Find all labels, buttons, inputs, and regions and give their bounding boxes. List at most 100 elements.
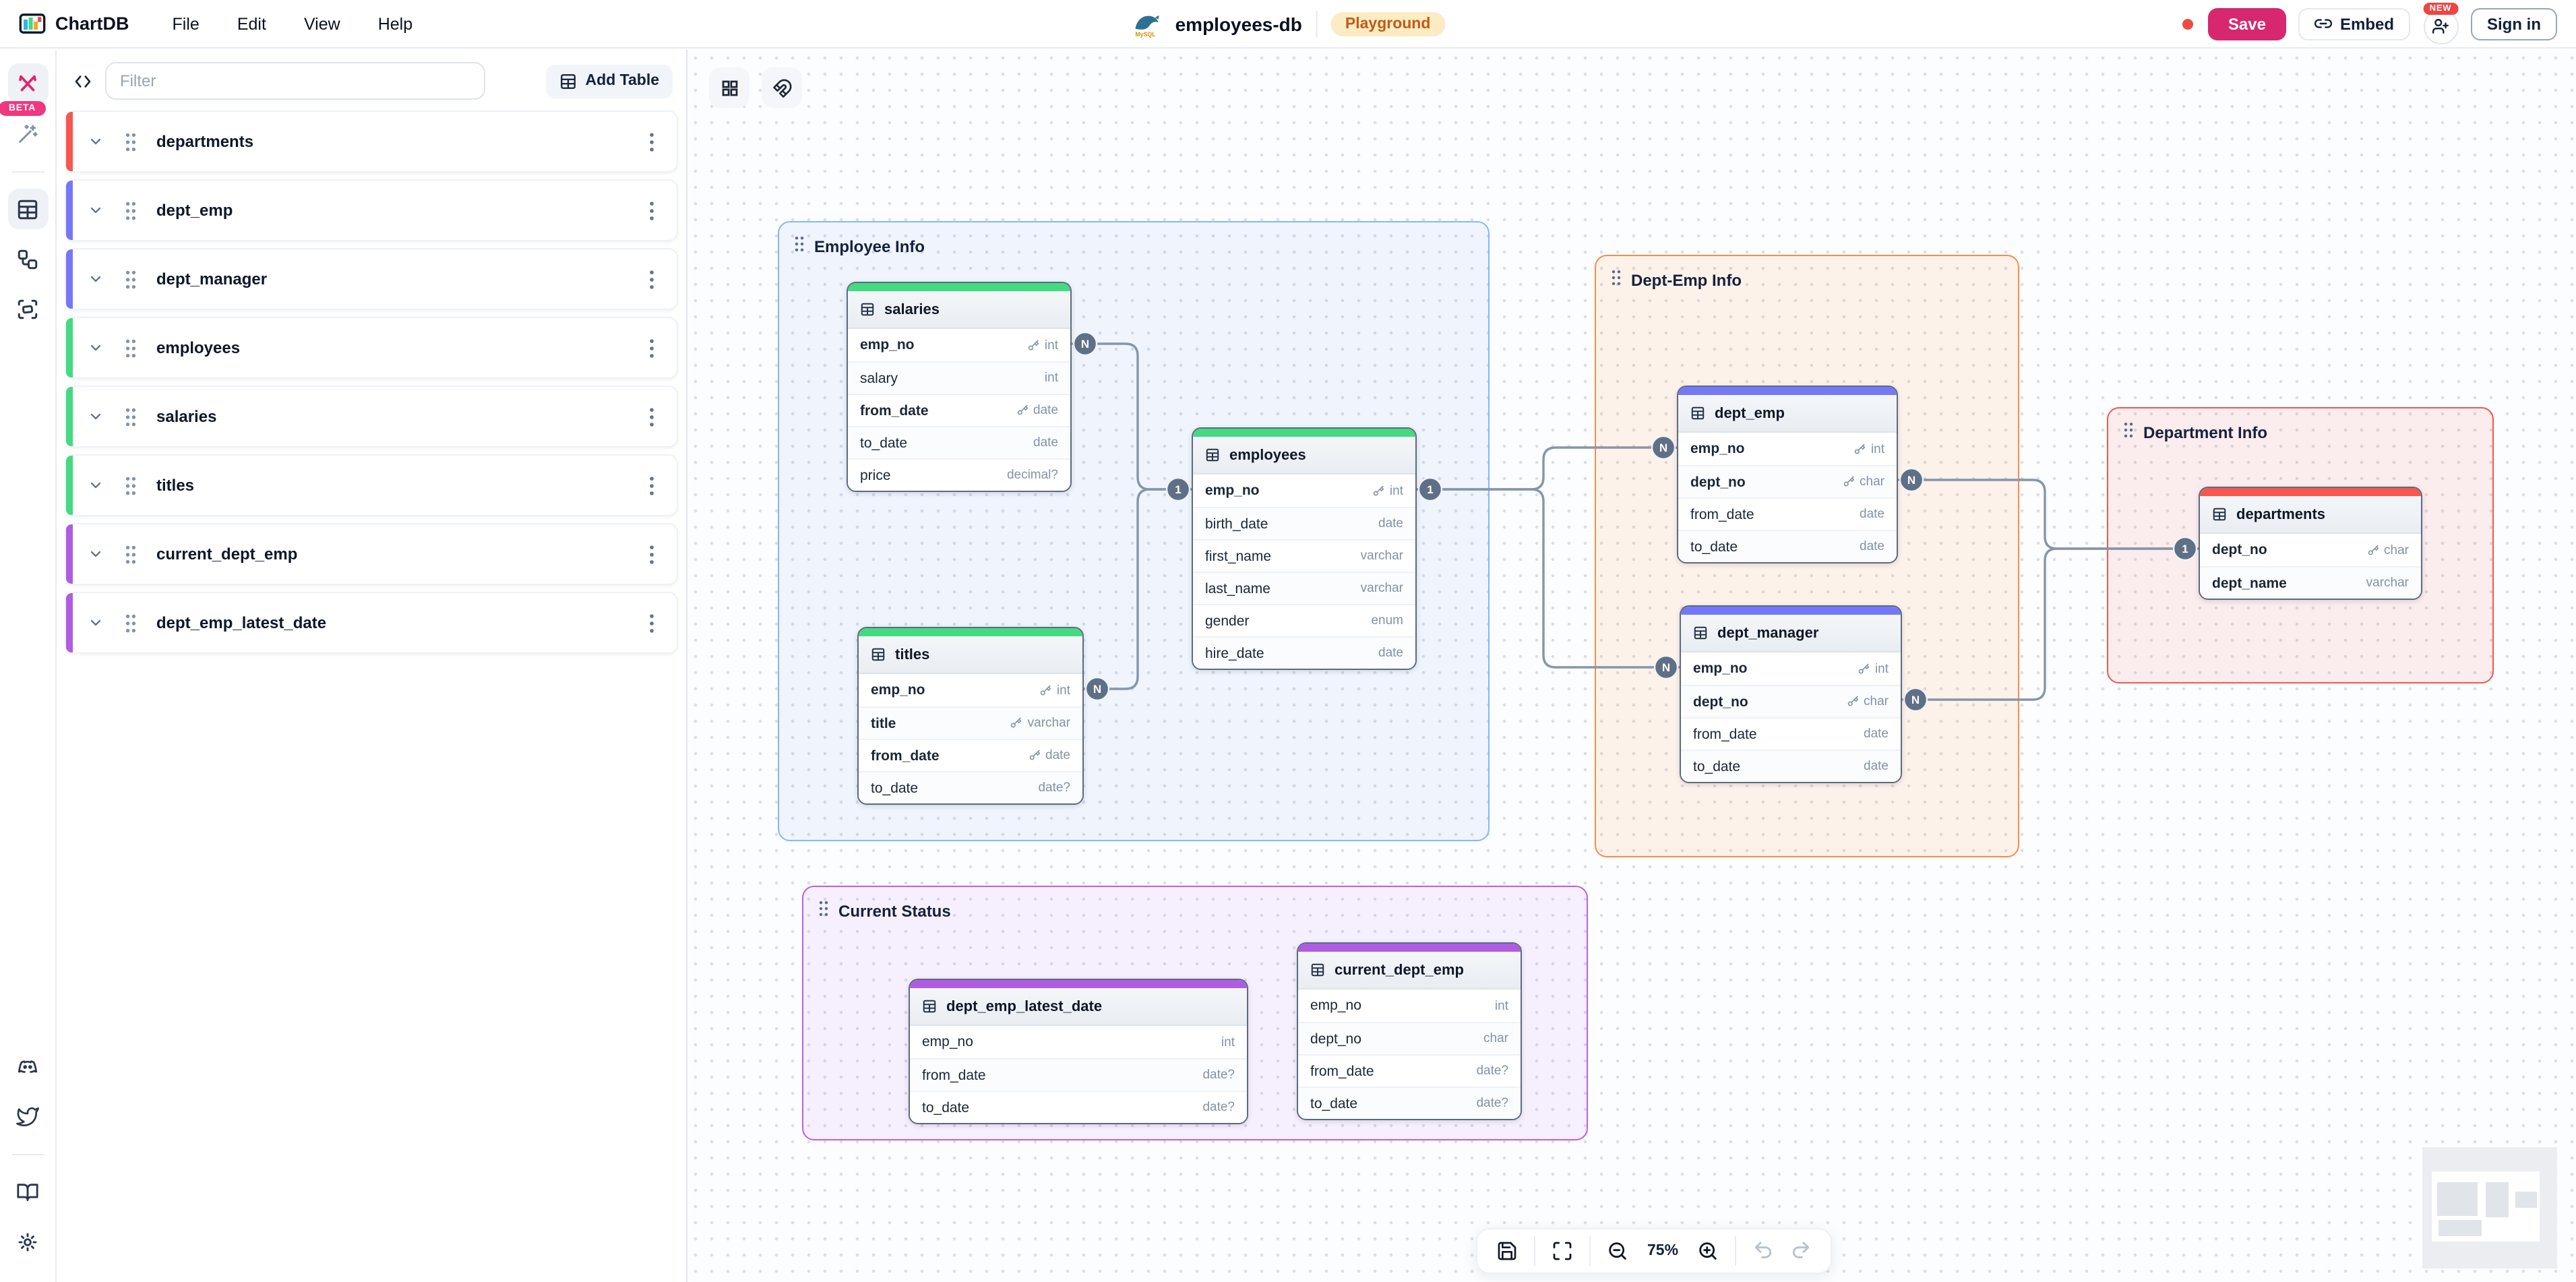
drag-handle-icon[interactable] (124, 338, 137, 358)
undo-button[interactable] (1746, 1233, 1781, 1269)
embed-button[interactable]: Embed (2298, 7, 2410, 40)
table-menu-button[interactable] (644, 544, 659, 564)
drag-handle-icon[interactable] (124, 475, 137, 495)
chevron-down-icon[interactable] (88, 133, 104, 150)
minimap[interactable] (2422, 1147, 2557, 1269)
table-header[interactable]: dept_emp (1678, 395, 1897, 433)
drag-handle-icon[interactable] (124, 544, 137, 564)
save-button[interactable]: Save (2207, 7, 2286, 40)
menu-edit[interactable]: Edit (237, 14, 266, 33)
menu-view[interactable]: View (303, 14, 340, 33)
area-header[interactable]: Current Status (818, 899, 1587, 923)
chevron-down-icon[interactable] (88, 202, 104, 218)
table-menu-button[interactable] (644, 406, 659, 427)
relationships-panel-button[interactable] (7, 239, 48, 279)
table-header[interactable]: titles (859, 636, 1082, 674)
invite-user-button[interactable] (2423, 9, 2458, 44)
table-header[interactable]: employees (1193, 437, 1415, 475)
table-header[interactable]: dept_manager (1681, 615, 1901, 652)
drag-handle-icon[interactable] (124, 200, 137, 220)
drag-handle-icon[interactable] (2123, 421, 2134, 445)
chevron-down-icon[interactable] (88, 408, 104, 425)
drag-handle-icon[interactable] (124, 131, 137, 152)
magic-wand-button[interactable] (7, 113, 48, 154)
drag-handle-icon[interactable] (124, 269, 137, 289)
table-menu-button[interactable] (644, 613, 659, 633)
highlight-edges-button[interactable] (762, 67, 802, 108)
drag-handle-icon[interactable] (794, 235, 805, 259)
menu-help[interactable]: Help (377, 14, 413, 33)
filter-input[interactable] (105, 62, 485, 100)
chevron-down-icon[interactable] (88, 546, 104, 562)
brand[interactable]: ChartDB (19, 13, 129, 34)
area-header[interactable]: Department Info (2123, 421, 2492, 445)
zoom-level[interactable]: 75% (1647, 1243, 1679, 1259)
docs-button[interactable] (7, 1171, 48, 1212)
areas-panel-button[interactable] (7, 288, 48, 329)
zoom-out-button[interactable] (1600, 1233, 1635, 1269)
table-list-item[interactable]: salaries (65, 386, 678, 448)
table-list-item[interactable]: employees (65, 317, 678, 379)
table-menu-button[interactable] (644, 269, 659, 289)
add-table-button[interactable]: Add Table (546, 64, 673, 98)
table-list-item[interactable]: dept_manager (65, 248, 678, 310)
database-name[interactable]: employees-db (1175, 13, 1302, 35)
drag-handle-icon[interactable] (818, 899, 829, 923)
design-tools-button[interactable] (7, 63, 48, 104)
drag-handle-icon[interactable] (1611, 268, 1622, 293)
chevron-down-icon[interactable] (88, 615, 104, 631)
zoom-in-button[interactable] (1690, 1233, 1725, 1269)
table-list-item[interactable]: current_dept_emp (65, 523, 678, 585)
twitter-button[interactable] (7, 1096, 48, 1136)
table-menu-button[interactable] (644, 475, 659, 495)
table-header[interactable]: departments (2200, 496, 2421, 534)
area-header[interactable]: Employee Info (794, 235, 1488, 259)
table-menu-button[interactable] (644, 338, 659, 358)
tables-panel-button[interactable] (7, 189, 48, 229)
table-menu-button[interactable] (644, 200, 659, 220)
chevron-down-icon[interactable] (88, 340, 104, 356)
chevron-down-icon[interactable] (88, 271, 104, 287)
menu-file[interactable]: File (172, 14, 200, 33)
table-list-item[interactable]: dept_emp_latest_date (65, 592, 678, 654)
table-list-item[interactable]: dept_emp (65, 179, 678, 241)
save-diagram-button[interactable] (1490, 1233, 1525, 1269)
table-header[interactable]: dept_emp_latest_date (910, 988, 1247, 1026)
fit-view-button[interactable] (1545, 1233, 1580, 1269)
table-list-item[interactable]: titles (65, 454, 678, 516)
